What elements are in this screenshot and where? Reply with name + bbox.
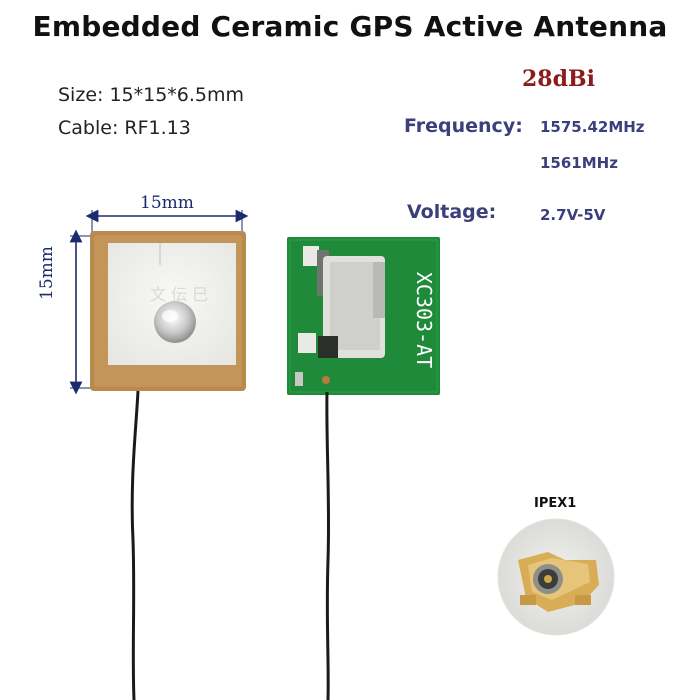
- voltage-label: Voltage:: [407, 201, 497, 223]
- width-dimension-label: 15mm: [140, 193, 194, 213]
- size-spec: Size: 15*15*6.5mm: [58, 84, 245, 106]
- frequency-value-1: 1575.42MHz: [540, 118, 645, 136]
- left-cable: [130, 390, 140, 700]
- product-title: Embedded Ceramic GPS Active Antenna: [32, 10, 668, 43]
- frequency-value-2: 1561MHz: [540, 154, 618, 172]
- cable-spec: Cable: RF1.13: [58, 117, 191, 139]
- green-pcb: XC303-AT: [287, 237, 440, 395]
- feed-point: [154, 301, 196, 343]
- connector-label: IPEX1: [534, 496, 577, 511]
- voltage-value: 2.7V-5V: [540, 206, 606, 224]
- right-cable: [325, 391, 331, 700]
- ceramic-patch-antenna: 文 伝 巳: [90, 231, 246, 391]
- gain-value: 28dBi: [522, 66, 595, 92]
- svg-text:文 伝 巳: 文 伝 巳: [150, 285, 208, 304]
- frequency-label: Frequency:: [404, 115, 523, 137]
- ipex-connector: [497, 518, 615, 636]
- pcb-marking: XC303-AT: [412, 272, 436, 368]
- height-dimension-label: 15mm: [37, 246, 57, 300]
